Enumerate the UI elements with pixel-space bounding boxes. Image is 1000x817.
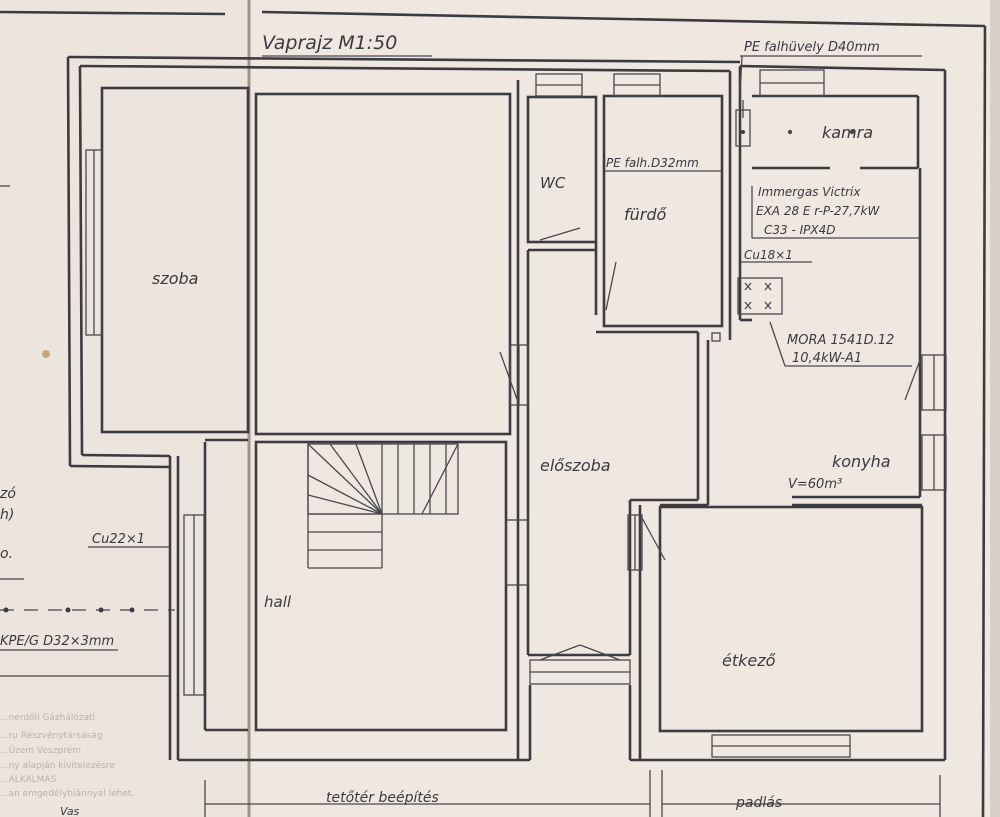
paper-stain	[42, 350, 50, 358]
room-label-kamra: kamra	[822, 123, 873, 142]
left-fragment-h: h)	[0, 507, 14, 523]
annotation-boiler-line2: EXA 28 E r-P-27,7kW	[756, 204, 880, 218]
annotation-mora-line2: 10,4kW-A1	[792, 351, 862, 366]
svg-text:...ny alapján kivitelezésre: ...ny alapján kivitelezésre	[0, 760, 115, 771]
room-label-furdo: fürdő	[624, 205, 667, 224]
svg-text:...ALKALMAS: ...ALKALMAS	[0, 775, 57, 785]
annotation-teto: tetőtér beépítés	[326, 790, 439, 806]
room-label-wc: WC	[540, 174, 566, 192]
svg-text:Vas: Vas	[60, 805, 80, 817]
annotation-boiler-line3: C33 - IPX4D	[764, 223, 835, 237]
drawing-frame	[261, 10, 987, 817]
room-label-konyha-volume: V=60m³	[788, 477, 842, 492]
annotation-kpe: KPE/G D32×3mm	[0, 634, 114, 649]
door-swings	[499, 227, 921, 661]
annotation-leaders	[0, 55, 941, 817]
left-fragment-zo: zó	[0, 486, 16, 502]
svg-text:...Üzem Veszprém: ...Üzem Veszprém	[0, 745, 81, 756]
annotation-cu22: Cu22×1	[92, 532, 145, 547]
annotation-cu18: Cu18×1	[744, 248, 793, 262]
windows	[85, 69, 947, 758]
svg-text:...ru Részvénytársaság: ...ru Részvénytársaság	[0, 730, 102, 741]
left-fragment-o: o.	[0, 546, 13, 562]
room-label-konyha: konyha	[832, 452, 891, 471]
right-shadow-edge	[990, 0, 1000, 817]
right-paper-sheet	[250, 0, 1000, 817]
room-label-eloszoba: előszoba	[540, 456, 611, 475]
room-label-szoba: szoba	[152, 269, 198, 288]
annotation-padlas: padlás	[735, 795, 782, 811]
annotation-pe-falhuvely-40: PE falhüvely D40mm	[744, 40, 880, 55]
left-paper-sheet	[0, 0, 248, 817]
room-label-hall: hall	[264, 593, 292, 611]
room-label-etkezo: étkező	[722, 651, 776, 670]
water-heater-symbol	[737, 277, 783, 315]
drawing-title: Vaprajz M1:50	[262, 32, 397, 54]
building-walls	[66, 55, 947, 762]
annotation-pe-falh-32: PE falh.D32mm	[606, 156, 699, 170]
boiler-symbol	[735, 100, 751, 147]
approval-stamp: ...nerdőli Gázhálózati ...ru Részvénytár…	[0, 712, 134, 817]
annotation-mora-line1: MORA 1541D.12	[787, 333, 894, 348]
annotation-boiler-line1: Immergas Victrix	[758, 185, 861, 199]
staircase	[307, 443, 459, 569]
svg-text:...nerdőli Gázhálózati: ...nerdőli Gázhálózati	[0, 712, 95, 723]
svg-text:...an emgedélyhiánnyal lehet.: ...an emgedélyhiánnyal lehet.	[0, 788, 134, 799]
